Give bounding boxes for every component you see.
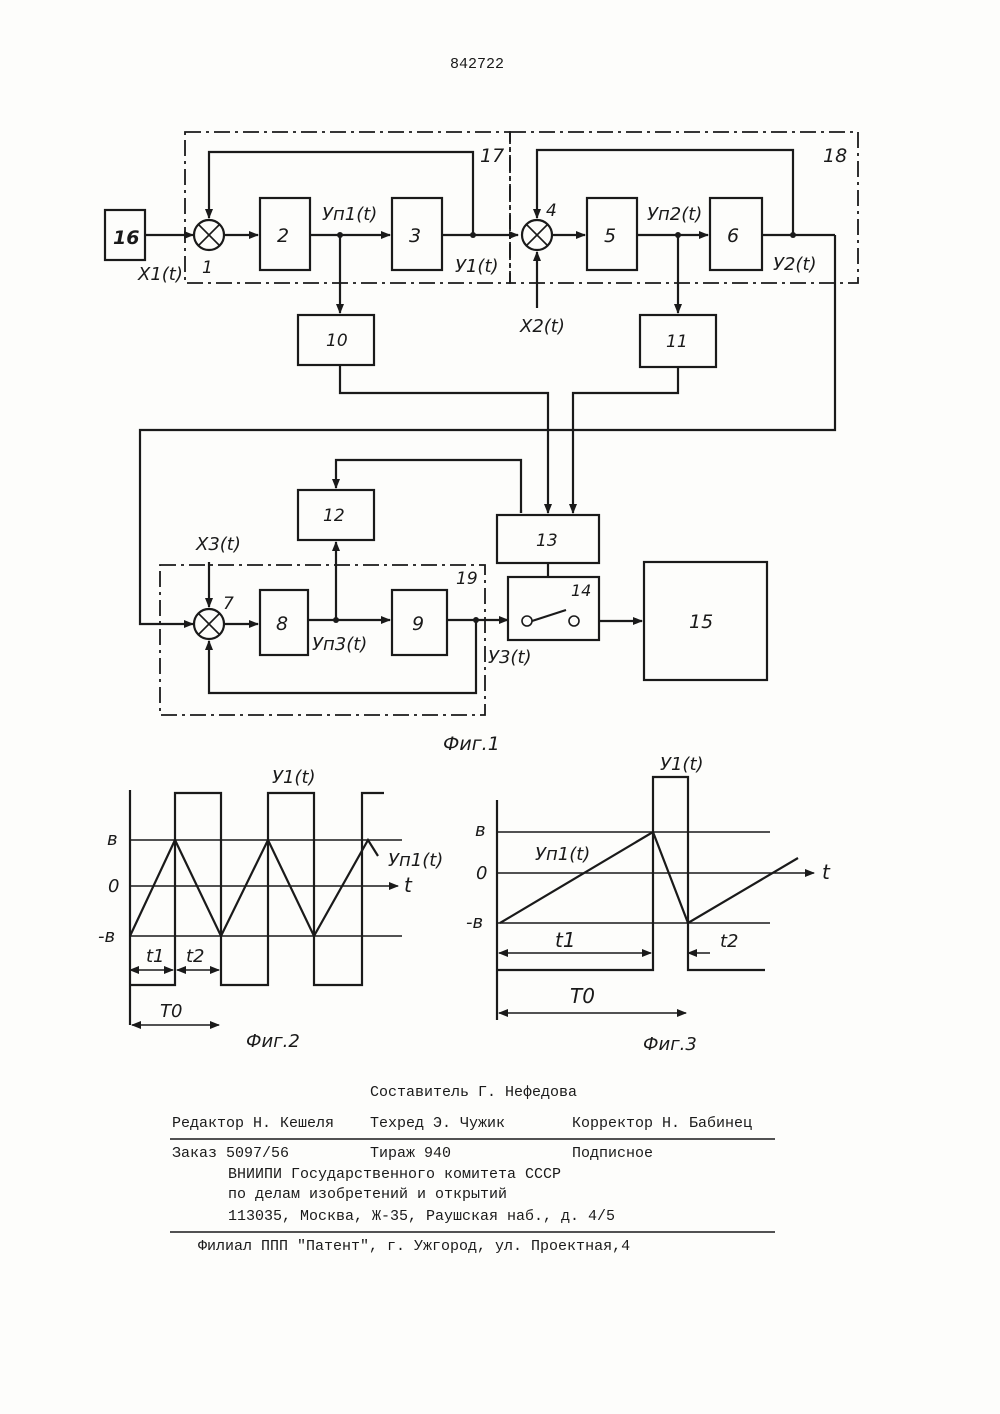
signal-x2: X2(t) [519, 316, 565, 337]
fig2-axis-t: t [404, 873, 413, 897]
signal-x1: X1(t) [137, 264, 183, 285]
fig3-t2: t2 [720, 931, 739, 952]
block-16-label: 16 [113, 227, 139, 249]
group-17-label: 17 [480, 145, 504, 167]
fig2-graph: в 0 -в t У1(t) Уп1(t) t1 t2 T0 Фиг.2 [98, 767, 443, 1052]
summator-1 [194, 220, 224, 250]
block-15-label: 15 [689, 611, 713, 633]
block-3-label: 3 [409, 225, 421, 247]
footer-compiler: Составитель Г. Нефедова [370, 1084, 577, 1101]
summator-7-label: 7 [223, 594, 234, 614]
fig3-tick-b: в [475, 820, 486, 841]
fig3-T0: T0 [570, 984, 595, 1008]
fig2-t2: t2 [186, 946, 205, 967]
block-8-label: 8 [276, 613, 288, 635]
group-18-label: 18 [823, 145, 847, 167]
block-6-label: 6 [727, 225, 739, 247]
fig2-T0: T0 [160, 1001, 182, 1022]
footer-techred: Техред Э. Чужик [370, 1115, 505, 1132]
block-9-label: 9 [412, 613, 424, 635]
fig3-axis-t: t [822, 860, 831, 884]
signal-y2: У2(t) [773, 254, 817, 275]
summator-4-label: 4 [546, 201, 557, 221]
fig3-t1: t1 [555, 928, 576, 952]
block-10-label: 10 [326, 331, 348, 351]
block-2-label: 2 [277, 225, 289, 247]
fig1-diagram: 16 1 2 3 17 4 [105, 132, 858, 755]
fig2-t1: t1 [146, 946, 165, 967]
footer-editor: Редактор Н. Кешеля [172, 1115, 334, 1132]
fig3-curve-yp1: Уп1(t) [535, 844, 590, 865]
fig2-tick-b: в [107, 829, 118, 850]
fig3-tick-neg: -в [466, 912, 483, 933]
caption-fig3: Фиг.3 [643, 1034, 697, 1055]
fig2-tick-0: 0 [108, 876, 119, 897]
footer-subscription: Подписное [572, 1145, 653, 1162]
signal-yp2: Уп2(t) [647, 204, 702, 225]
footer-org1: ВНИИПИ Государственного комитета СССР [228, 1166, 561, 1183]
fig3-tick-0: 0 [476, 863, 487, 884]
signal-yp1: Уп1(t) [322, 204, 377, 225]
caption-fig1: Фиг.1 [443, 733, 500, 755]
fig2-curve-y1: У1(t) [272, 767, 316, 788]
fig3-curve-y1: У1(t) [660, 754, 704, 775]
fig2-curve-yp1: Уп1(t) [388, 850, 443, 871]
signal-yp3: Уп3(t) [312, 634, 367, 655]
summator-4 [522, 220, 552, 250]
switch-14-label: 14 [571, 581, 591, 600]
caption-fig2: Фиг.2 [246, 1031, 300, 1052]
block-12-label: 12 [323, 506, 345, 526]
signal-y3: У3(t) [488, 647, 532, 668]
footer-address: 113035, Москва, Ж-35, Раушская наб., д. … [228, 1208, 615, 1225]
block-5-label: 5 [604, 225, 616, 247]
footer-order: Заказ 5097/56 [172, 1145, 289, 1162]
signal-y1: У1(t) [455, 256, 499, 277]
summator-7 [194, 609, 224, 639]
fig2-tick-neg: -в [98, 926, 115, 947]
summator-1-label: 1 [202, 258, 213, 278]
patent-number: 842722 [450, 56, 504, 73]
group-19-label: 19 [456, 569, 478, 589]
footer-corrector: Корректор Н. Бабинец [572, 1115, 752, 1132]
footer-circulation: Тираж 940 [370, 1145, 451, 1162]
signal-x3: X3(t) [195, 534, 241, 555]
footer-org2: по делам изобретений и открытий [228, 1186, 507, 1203]
footer-branch: Филиал ППП "Патент", г. Ужгород, ул. Про… [198, 1238, 630, 1255]
block-11-label: 11 [666, 332, 688, 352]
block-13-label: 13 [536, 531, 558, 551]
fig3-graph: в 0 -в t У1(t) Уп1(t) t1 t2 T0 Фиг.3 [466, 754, 831, 1055]
